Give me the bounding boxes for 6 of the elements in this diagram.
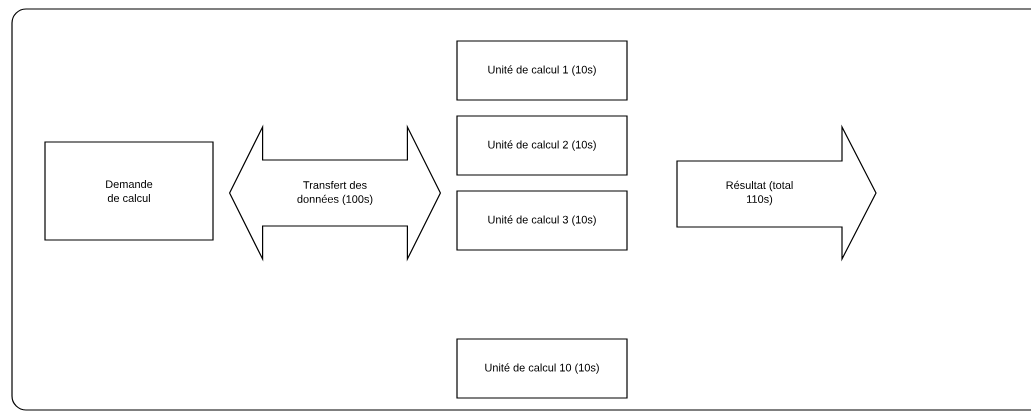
process-box: Unité de calcul 10 (10s)	[456, 338, 628, 399]
process-box: Demande de calcul	[44, 141, 214, 241]
process-box: Unité de calcul 2 (10s)	[456, 115, 628, 176]
edge-label: Transfert des données (100s)	[297, 180, 373, 206]
process-box: Unité de calcul 3 (10s)	[456, 190, 628, 251]
process-box: Unité de calcul 1 (10s)	[456, 40, 628, 101]
